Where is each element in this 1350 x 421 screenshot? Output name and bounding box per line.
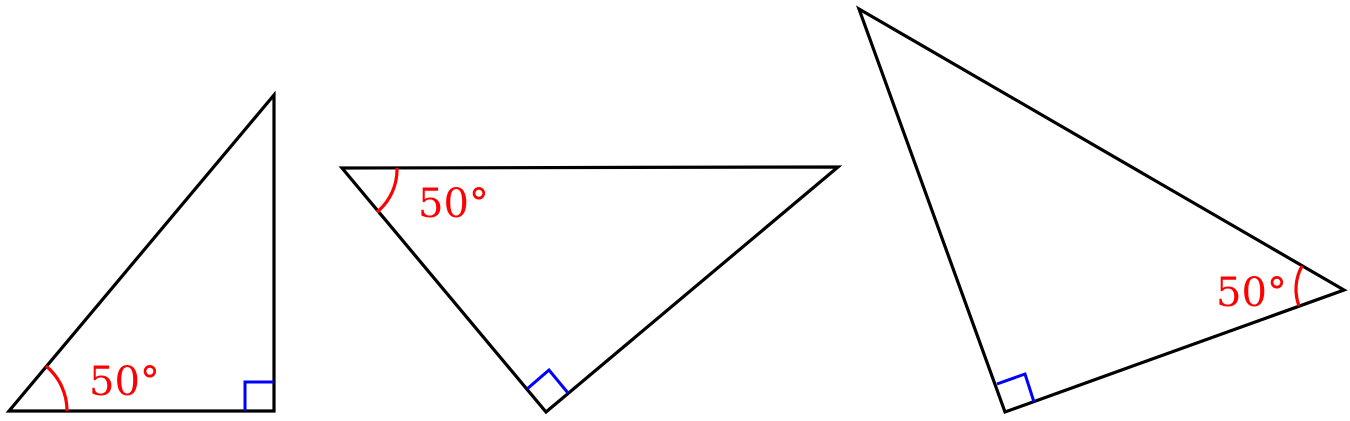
triangle-2-outline bbox=[338, 165, 843, 415]
triangle-3-angle-label: 50° bbox=[1216, 270, 1287, 316]
triangle-3-right-angle-marker bbox=[996, 372, 1036, 403]
triangle-1: 50° bbox=[5, 90, 276, 413]
triangle-3-angle-arc bbox=[1294, 265, 1304, 307]
triangle-2-right-angle-marker bbox=[526, 367, 570, 394]
triangle-2: 50° bbox=[338, 165, 843, 415]
triangle-1-right-angle-marker bbox=[243, 380, 274, 411]
triangle-3: 50° bbox=[855, 5, 1348, 415]
triangle-1-outline bbox=[5, 90, 276, 413]
triangle-2-angle-label: 50° bbox=[418, 181, 489, 227]
triangle-1-angle-arc bbox=[44, 364, 69, 412]
triangle-2-angle-arc bbox=[375, 167, 399, 214]
triangle-3-outline bbox=[855, 5, 1348, 415]
triangle-1-angle-label: 50° bbox=[89, 359, 160, 405]
